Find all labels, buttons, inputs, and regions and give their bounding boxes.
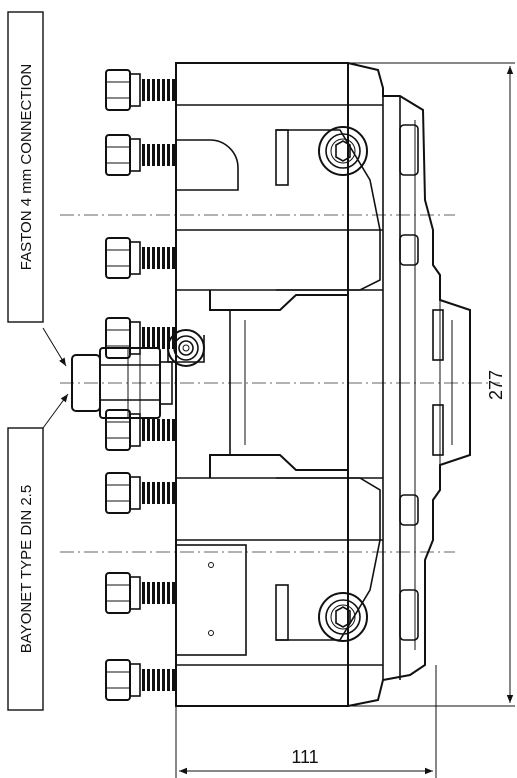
width-dimension: 111: [179, 747, 433, 775]
extension-lines: [175, 62, 515, 778]
bolt: [105, 472, 175, 514]
center-lines: [60, 214, 500, 553]
bayonet-label-box: BAYONET TYPE DIN 2.5: [7, 427, 44, 711]
bolt: [105, 134, 175, 176]
bayonet-label: BAYONET TYPE DIN 2.5: [18, 485, 35, 653]
bottom-screw: [318, 592, 368, 642]
height-dimension-value: 277: [486, 370, 506, 400]
top-screw: [318, 126, 368, 176]
bolt: [105, 237, 175, 279]
bolt: [105, 659, 175, 701]
bolt: [105, 409, 175, 451]
bolt: [105, 572, 175, 614]
bolt: [105, 69, 175, 111]
faston-label: FASTON 4 mm CONNECTION: [18, 64, 35, 270]
width-dimension-value: 111: [291, 747, 318, 767]
faston-label-box: FASTON 4 mm CONNECTION: [7, 11, 44, 323]
leader-lines: [42, 327, 69, 429]
main-body: [175, 62, 471, 707]
height-dimension: 277: [486, 66, 514, 703]
bayonet-connector: [71, 347, 173, 419]
faston-connector: [167, 329, 205, 367]
